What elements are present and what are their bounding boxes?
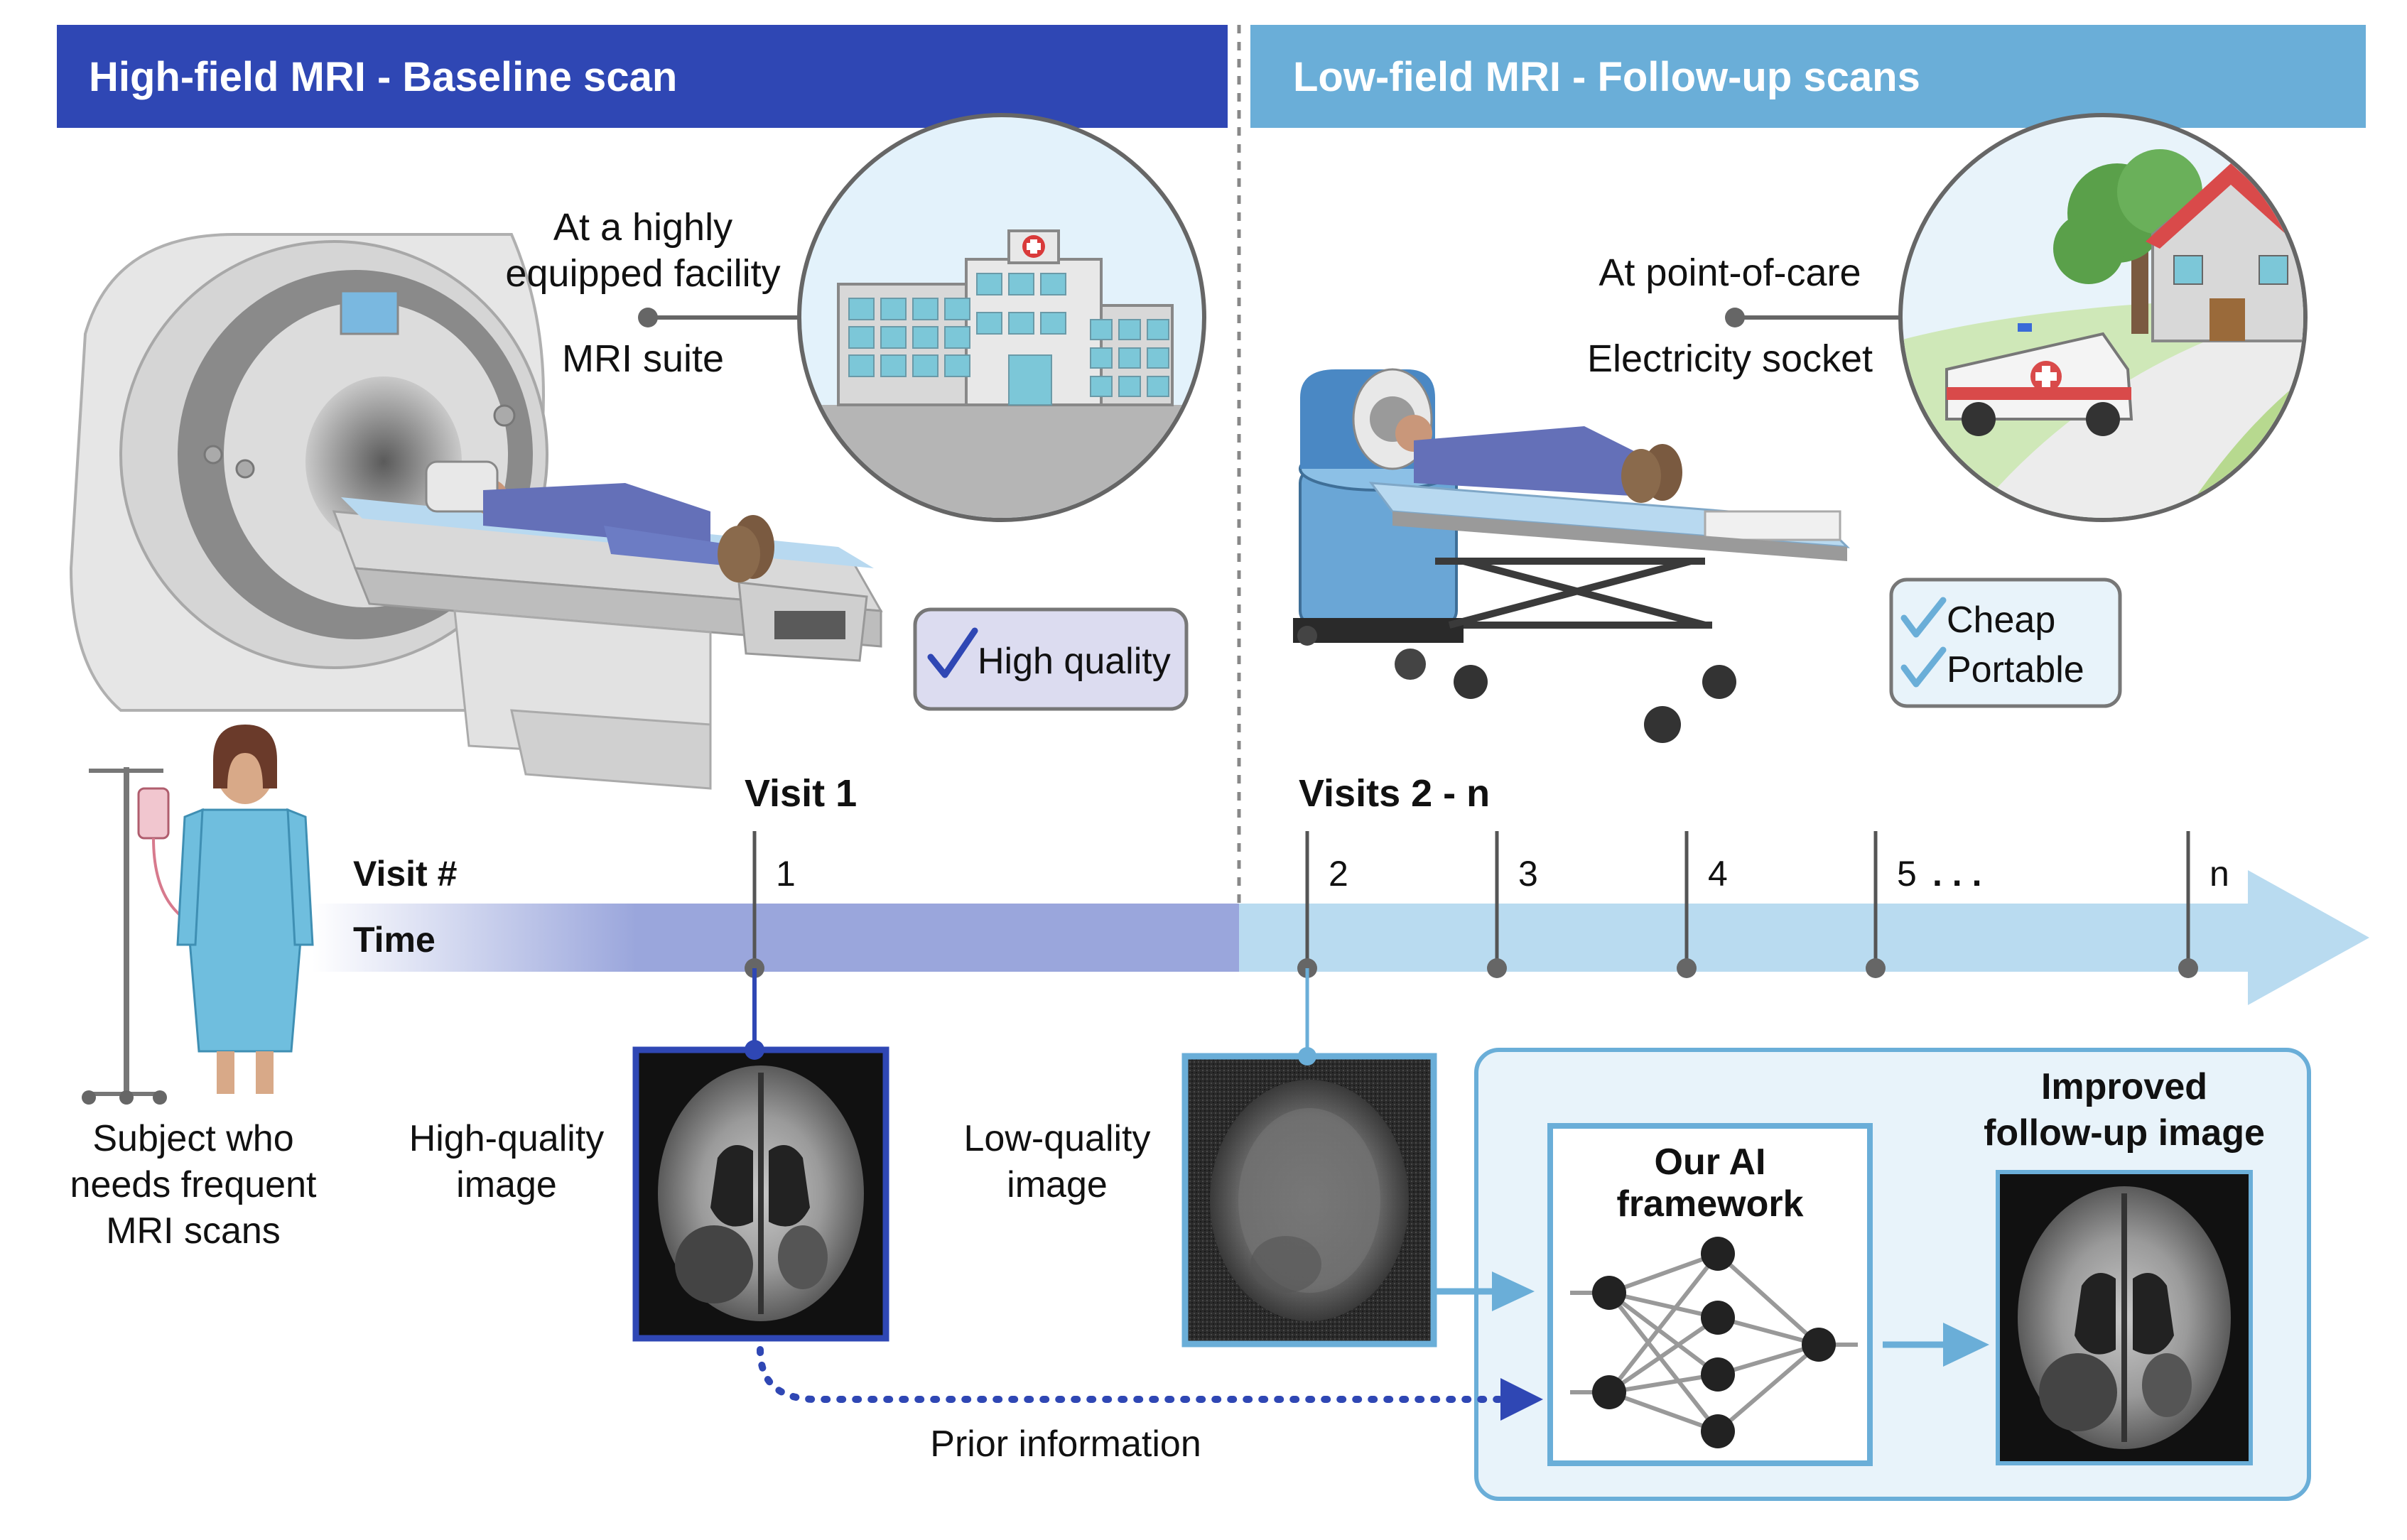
checkmark-icon xyxy=(1900,597,1947,638)
electricity-socket-label: Electricity socket xyxy=(1587,337,1873,380)
time-label: Time xyxy=(353,920,436,960)
portable-label: Portable xyxy=(1947,649,2084,690)
nn-edge xyxy=(1608,1372,1719,1394)
subject-illustration xyxy=(82,725,314,1105)
nn-node xyxy=(1701,1357,1735,1392)
improved-image-label-line2: follow-up image xyxy=(1984,1112,2265,1154)
header-right: Low-field MRI - Follow-up scans xyxy=(1250,25,2366,128)
improved-brain-scan xyxy=(1996,1170,2253,1465)
nn-node xyxy=(1802,1328,1836,1362)
header-left-title: High-field MRI - Baseline scan xyxy=(89,54,677,100)
timeline-baseline-bar xyxy=(313,904,1239,972)
timeline-tick-dot xyxy=(1487,958,1507,978)
nn-edge xyxy=(1607,1291,1720,1433)
subject-label-line2: needs frequent xyxy=(70,1164,317,1205)
neural-network-icon xyxy=(1570,1237,1858,1448)
high-quality-image-label-line1: High-quality xyxy=(409,1118,605,1159)
low-quality-image-label-line1: Low-quality xyxy=(963,1118,1150,1159)
ai-framework-box: Our AI framework xyxy=(1547,1123,1873,1466)
nn-edge xyxy=(1607,1252,1720,1394)
timeline-ticks: 1 2 3 4 5 n xyxy=(745,831,2229,978)
mri-suite-label: MRI suite xyxy=(562,337,724,380)
lq-to-ai-arrow xyxy=(1437,1271,1535,1311)
subject-label-line1: Subject who xyxy=(92,1118,293,1159)
facility-callout-line2: equipped facility xyxy=(505,252,780,295)
cheap-portable-badge: Cheap Portable xyxy=(1889,578,2122,708)
visit1-connector-dot xyxy=(745,1040,764,1060)
nn-node xyxy=(1701,1414,1735,1448)
low-quality-brain-scan xyxy=(1181,1053,1437,1348)
home-ambulance-icon xyxy=(1898,113,2308,522)
visit-number-label: Visit # xyxy=(353,854,457,894)
nn-edge xyxy=(1608,1252,1719,1295)
facility-callout-line1: At a highly xyxy=(553,206,732,249)
prior-information-arrow xyxy=(757,1346,1543,1421)
timeline-ellipsis: . . . xyxy=(1932,854,1981,894)
prior-information-label: Prior information xyxy=(930,1424,1201,1465)
high-quality-badge: High quality xyxy=(913,607,1189,711)
improved-image-label-line1: Improved xyxy=(2041,1066,2207,1107)
header-right-title: Low-field MRI - Follow-up scans xyxy=(1293,54,1920,100)
timeline-followup-bar xyxy=(1239,904,2248,972)
ai-to-improved-arrow xyxy=(1883,1323,1989,1367)
nn-edge xyxy=(1608,1291,1719,1320)
ai-framework-line2: framework xyxy=(1617,1183,1804,1225)
timeline-tick-dot xyxy=(2178,958,2198,978)
timeline-arrowhead xyxy=(2248,870,2369,1005)
nn-node xyxy=(1701,1301,1735,1335)
subject-label-line3: MRI scans xyxy=(106,1210,281,1252)
timeline-tick-label: n xyxy=(2209,854,2229,894)
portable-mri-illustration xyxy=(1293,368,1850,743)
nn-edge xyxy=(1608,1316,1719,1394)
nn-node xyxy=(1592,1276,1626,1310)
hospital-icon xyxy=(797,113,1206,522)
low-quality-image-label-line2: image xyxy=(1007,1164,1108,1205)
nn-edge xyxy=(1716,1343,1820,1433)
checkmark-icon xyxy=(927,627,978,678)
nn-edge xyxy=(1717,1343,1819,1377)
nn-edge xyxy=(1608,1291,1719,1377)
timeline-tick-dot xyxy=(1866,958,1886,978)
facility-callout: At a highly equipped facility MRI suite xyxy=(505,206,803,380)
nn-node xyxy=(1592,1375,1626,1409)
header-left: High-field MRI - Baseline scan xyxy=(57,25,1228,128)
high-quality-brain-scan xyxy=(632,1046,889,1342)
cheap-label: Cheap xyxy=(1947,600,2055,641)
high-field-mri-machine-illustration xyxy=(69,233,883,790)
nn-edge xyxy=(1717,1316,1819,1347)
point-of-care-label: At point-of-care xyxy=(1599,251,1861,294)
visit-1-label: Visit 1 xyxy=(745,772,857,815)
nn-edge xyxy=(1608,1390,1719,1433)
high-quality-label: High quality xyxy=(978,641,1171,682)
timeline-tick-label: 5 xyxy=(1897,854,1917,894)
nn-edge xyxy=(1716,1252,1821,1347)
timeline: Visit # Time Visit 1 Visits 2 - n 1 2 3 4 5 n… xyxy=(313,772,2369,1005)
visits-2-n-label: Visits 2 - n xyxy=(1299,772,1490,815)
nn-node xyxy=(1701,1237,1735,1271)
timeline-tick-label: 1 xyxy=(776,854,796,894)
visit2-connector-dot xyxy=(1298,1047,1316,1065)
timeline-tick-dot xyxy=(1677,958,1697,978)
high-quality-image-label-line2: image xyxy=(456,1164,557,1205)
point-of-care-callout: At point-of-care Electricity socket xyxy=(1587,251,1904,380)
checkmark-icon xyxy=(1900,646,1947,688)
timeline-tick-label: 4 xyxy=(1708,854,1728,894)
ai-framework-line1: Our AI xyxy=(1655,1142,1766,1183)
timeline-tick-label: 3 xyxy=(1518,854,1538,894)
timeline-tick-label: 2 xyxy=(1329,854,1348,894)
